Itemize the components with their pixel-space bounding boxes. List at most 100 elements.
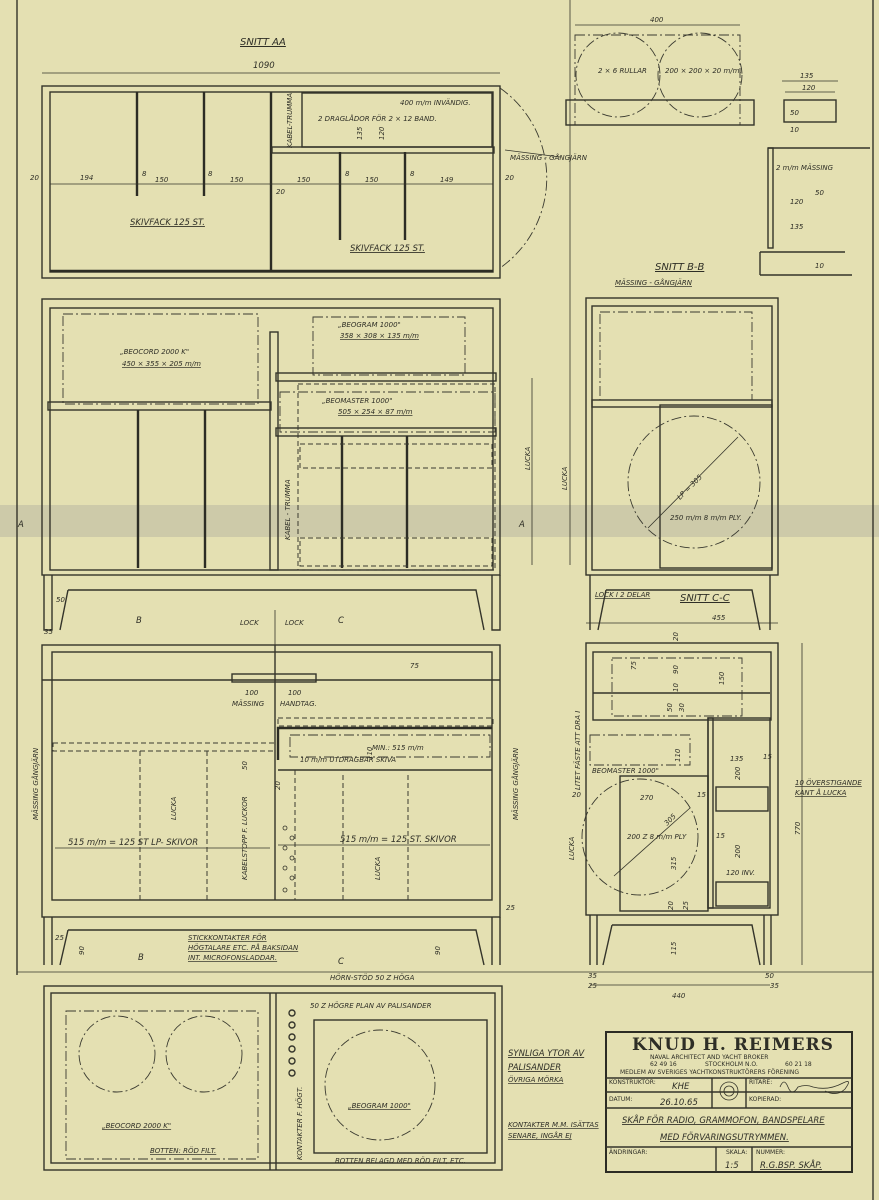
- dim: 270: [640, 794, 654, 802]
- section-a-marker-right: A: [518, 520, 525, 530]
- cable-holes: [282, 825, 295, 893]
- dim: 15: [697, 791, 706, 799]
- bottom-felt-label: BOTTEN: RÖD FILT.: [150, 1146, 216, 1155]
- drawer-inner-width: 400 m/m INVÄNDIG.: [400, 98, 471, 107]
- dim: 20: [672, 632, 680, 641]
- dim: 20: [505, 174, 514, 182]
- beocord-dimensions: 450 × 355 × 205 m/m: [122, 360, 201, 368]
- dim: 25: [55, 934, 64, 942]
- contacts-label: KONTAKTER F. HÖGT.: [295, 1087, 304, 1160]
- dim: 90: [78, 946, 86, 955]
- dim: 20: [276, 188, 285, 196]
- dim: 25: [682, 901, 690, 910]
- right-record-capacity: 515 m/m = 125 ST. SKIVOR: [340, 835, 457, 845]
- beocord-label: „BEOCORD 2000 K": [120, 348, 189, 356]
- door-label: LUCKA: [524, 446, 532, 470]
- dim: 20: [274, 781, 282, 790]
- dim: 120: [790, 198, 804, 206]
- section-aa: SNITT AA 1090 400 m/m INVÄNDIG. 2 DRAGLÅ…: [30, 37, 588, 279]
- section-cc-title: SNITT C-C: [680, 593, 730, 604]
- dim: 100: [288, 689, 302, 697]
- dim: 50: [666, 703, 674, 712]
- dim: 305: [663, 812, 678, 827]
- dim: 135: [730, 755, 744, 763]
- pull-note: LITET FÄSTE ATT DRA I: [573, 711, 582, 790]
- dim: 150: [297, 176, 311, 184]
- note-line: SENARE, INGÅR EJ: [508, 1131, 572, 1140]
- section-c-marker: C: [338, 616, 344, 626]
- note-line: KONTAKTER M.M. ISÄTTAS: [508, 1120, 599, 1129]
- designer: KHE: [672, 1082, 690, 1092]
- dim: 8: [142, 170, 147, 178]
- drawer-label: 2 DRAGLÅDOR FÖR 2 × 12 BAND.: [318, 114, 437, 123]
- copied-label: KOPIERAD:: [749, 1096, 781, 1103]
- dim: 8: [410, 170, 415, 178]
- dim: 20: [30, 174, 39, 182]
- seal: [719, 1081, 739, 1101]
- phone-1: 62 49 16: [650, 1061, 677, 1068]
- door-right-label: LUCKA: [374, 856, 382, 880]
- drawing-title-line: SKÅP FÖR RADIO, GRAMMOFON, BANDSPELARE: [622, 1114, 825, 1126]
- dim: 120: [378, 126, 386, 140]
- dim: 15: [716, 832, 725, 840]
- changes-label: ÄNDRINGAR:: [609, 1149, 647, 1156]
- dim: 50: [241, 761, 249, 770]
- drawing-title-line: MED FÖRVARINGSUTRYMMEN.: [660, 1132, 789, 1143]
- section-aa-title: SNITT AA: [240, 37, 286, 48]
- lid-label: LOCK I 2 DELAR: [595, 591, 650, 599]
- beomaster-label: „BEOMASTER 1000": [322, 397, 392, 405]
- city: STOCKHOLM N.O.: [705, 1061, 758, 1068]
- hinge-label: MÄSSING - GÅNGJÄRN: [615, 278, 693, 287]
- dim: 25: [506, 904, 515, 912]
- section-cc: SNITT C-C LOCK I 2 DELAR 455 BEOMASTER 1…: [568, 591, 862, 1000]
- beocord-label: „BEOCORD 2000 K": [102, 1122, 171, 1130]
- roll-size-label: 200 × 200 × 20 m/m.: [665, 67, 742, 75]
- section-bb-title: SNITT B-B: [655, 262, 704, 273]
- beogram-label: „BEOGRAM 1000": [348, 1102, 411, 1110]
- scan-band: [0, 505, 879, 537]
- dim: 200: [734, 844, 742, 858]
- dim: 20: [572, 791, 581, 799]
- beomaster-dimensions: 505 × 254 × 87 m/m: [338, 408, 413, 416]
- number-label: NUMMER:: [756, 1149, 785, 1156]
- dim: 150: [155, 176, 169, 184]
- section-a-marker-left: A: [17, 520, 24, 530]
- dim: 15: [763, 753, 772, 761]
- dim: 150: [230, 176, 244, 184]
- date-label: DATUM:: [609, 1096, 632, 1103]
- dim: 135: [800, 72, 814, 80]
- dim: 20: [667, 901, 675, 910]
- dim: 400: [650, 16, 664, 24]
- title-block: KNUD H. REIMERS NAVAL ARCHITECT AND YACH…: [605, 1031, 853, 1173]
- note-line: ÖVRIGA MÖRKA: [508, 1075, 564, 1084]
- hinge-right-label: MÄSSING GÅNGJÄRN: [511, 747, 520, 820]
- firm-subtitle: NAVAL ARCHITECT AND YACHT BROKER: [650, 1054, 768, 1061]
- front-elevation: „BEOCORD 2000 K" 450 × 355 × 205 m/m „BE…: [17, 298, 533, 645]
- notes: SYNLIGA YTOR AV PALISANDER ÖVRIGA MÖRKA …: [508, 1049, 599, 1140]
- beomaster-label: BEOMASTER 1000": [592, 767, 659, 775]
- raised-level-label: 50 Z HÖGRE PLAN AV PALISANDER: [310, 1001, 432, 1010]
- dim: 35: [588, 972, 597, 980]
- dim: 200: [734, 766, 742, 780]
- dim: 194: [80, 174, 93, 182]
- section-b-marker: B: [136, 616, 142, 626]
- phone-2: 60 21 18: [785, 1061, 812, 1068]
- top-plan: HÖRN-STÖD 50 Z HÖGA 50 Z HÖGRE PLAN AV P…: [43, 973, 503, 1171]
- section-c-marker: C: [338, 957, 344, 967]
- dim: 90: [434, 946, 442, 955]
- socket-note: STICKKONTAKTER FÖR: [188, 933, 267, 942]
- dim: 120: [802, 84, 816, 92]
- dim: 35: [44, 628, 53, 636]
- membership: MEDLEM AV SVERIGES YACHTKONSTRUKTÖRERS F…: [620, 1069, 799, 1076]
- socket-note: INT. MICROFONSLADDAR.: [188, 954, 277, 962]
- lid-right-label: LOCK: [285, 619, 305, 627]
- drawing-number: R.G.BSP. SKÅP.: [760, 1159, 822, 1171]
- socket-note: HÖGTALARE ETC. PÅ BAKSIDAN: [188, 943, 299, 952]
- shelf-label: 10 m/m UTDRAGBAR SKIVA: [300, 756, 396, 764]
- dim: 90: [672, 665, 680, 674]
- firm-name: KNUD H. REIMERS: [632, 1035, 834, 1055]
- rolls-label: 2 × 6 RULLAR: [598, 67, 647, 75]
- ply-label: 250 m/m 8 m/m PLY.: [670, 514, 742, 522]
- beogram-label: „BEOGRAM 1000": [338, 321, 401, 329]
- dim: 110: [674, 748, 682, 762]
